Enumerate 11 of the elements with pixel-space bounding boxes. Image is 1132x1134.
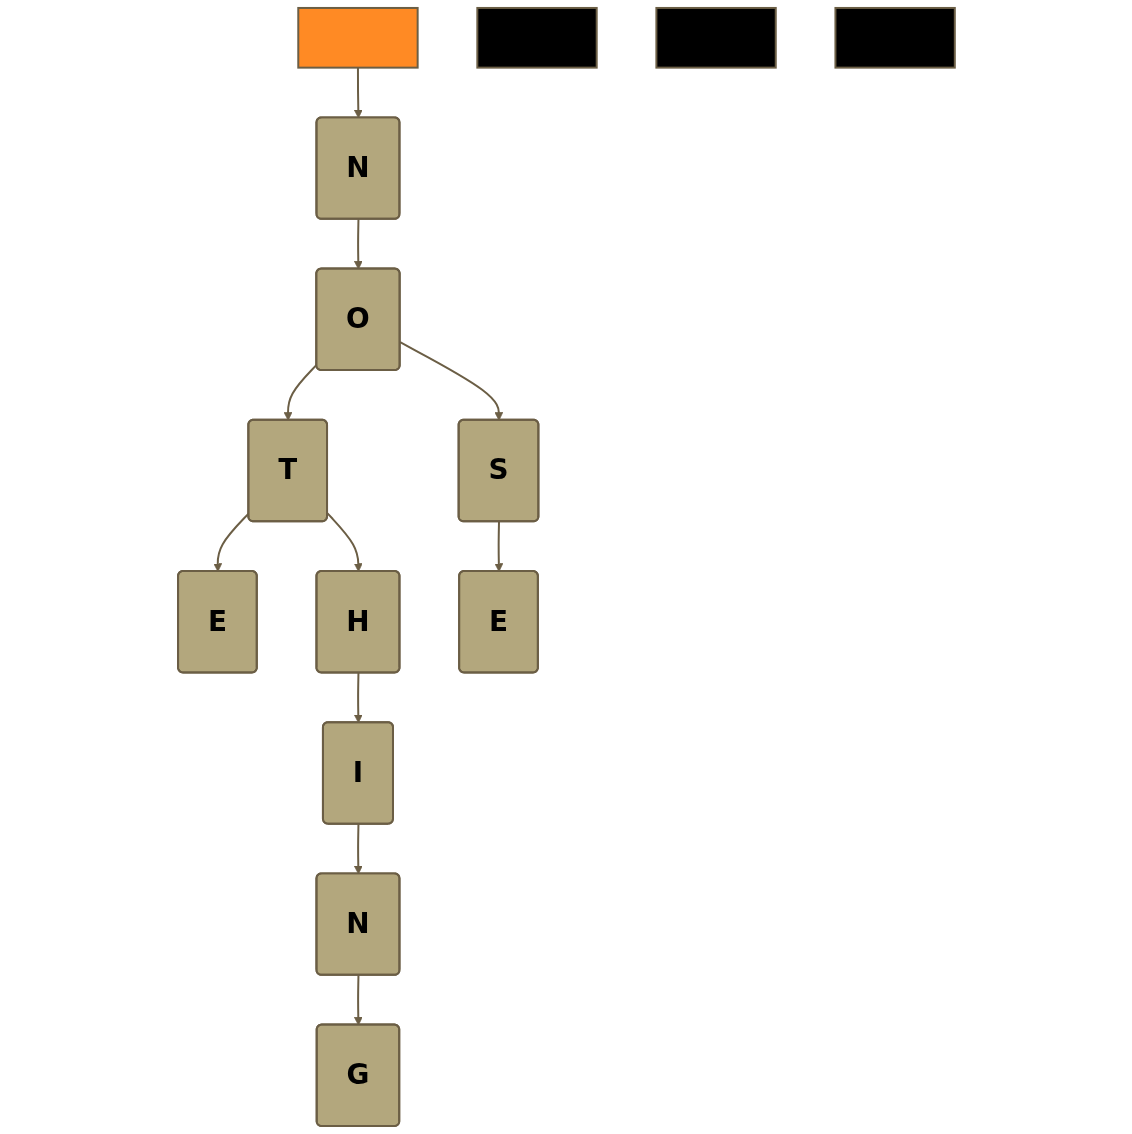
node-box [654,6,777,69]
arrow [353,218,363,270]
arrow [353,66,363,119]
arrow [494,520,503,572]
node-box [296,6,419,69]
arrow [353,823,363,875]
arrow [353,974,363,1026]
arrow [353,671,363,724]
node-box [475,6,598,69]
node-box [834,6,956,69]
arrow [326,512,363,572]
